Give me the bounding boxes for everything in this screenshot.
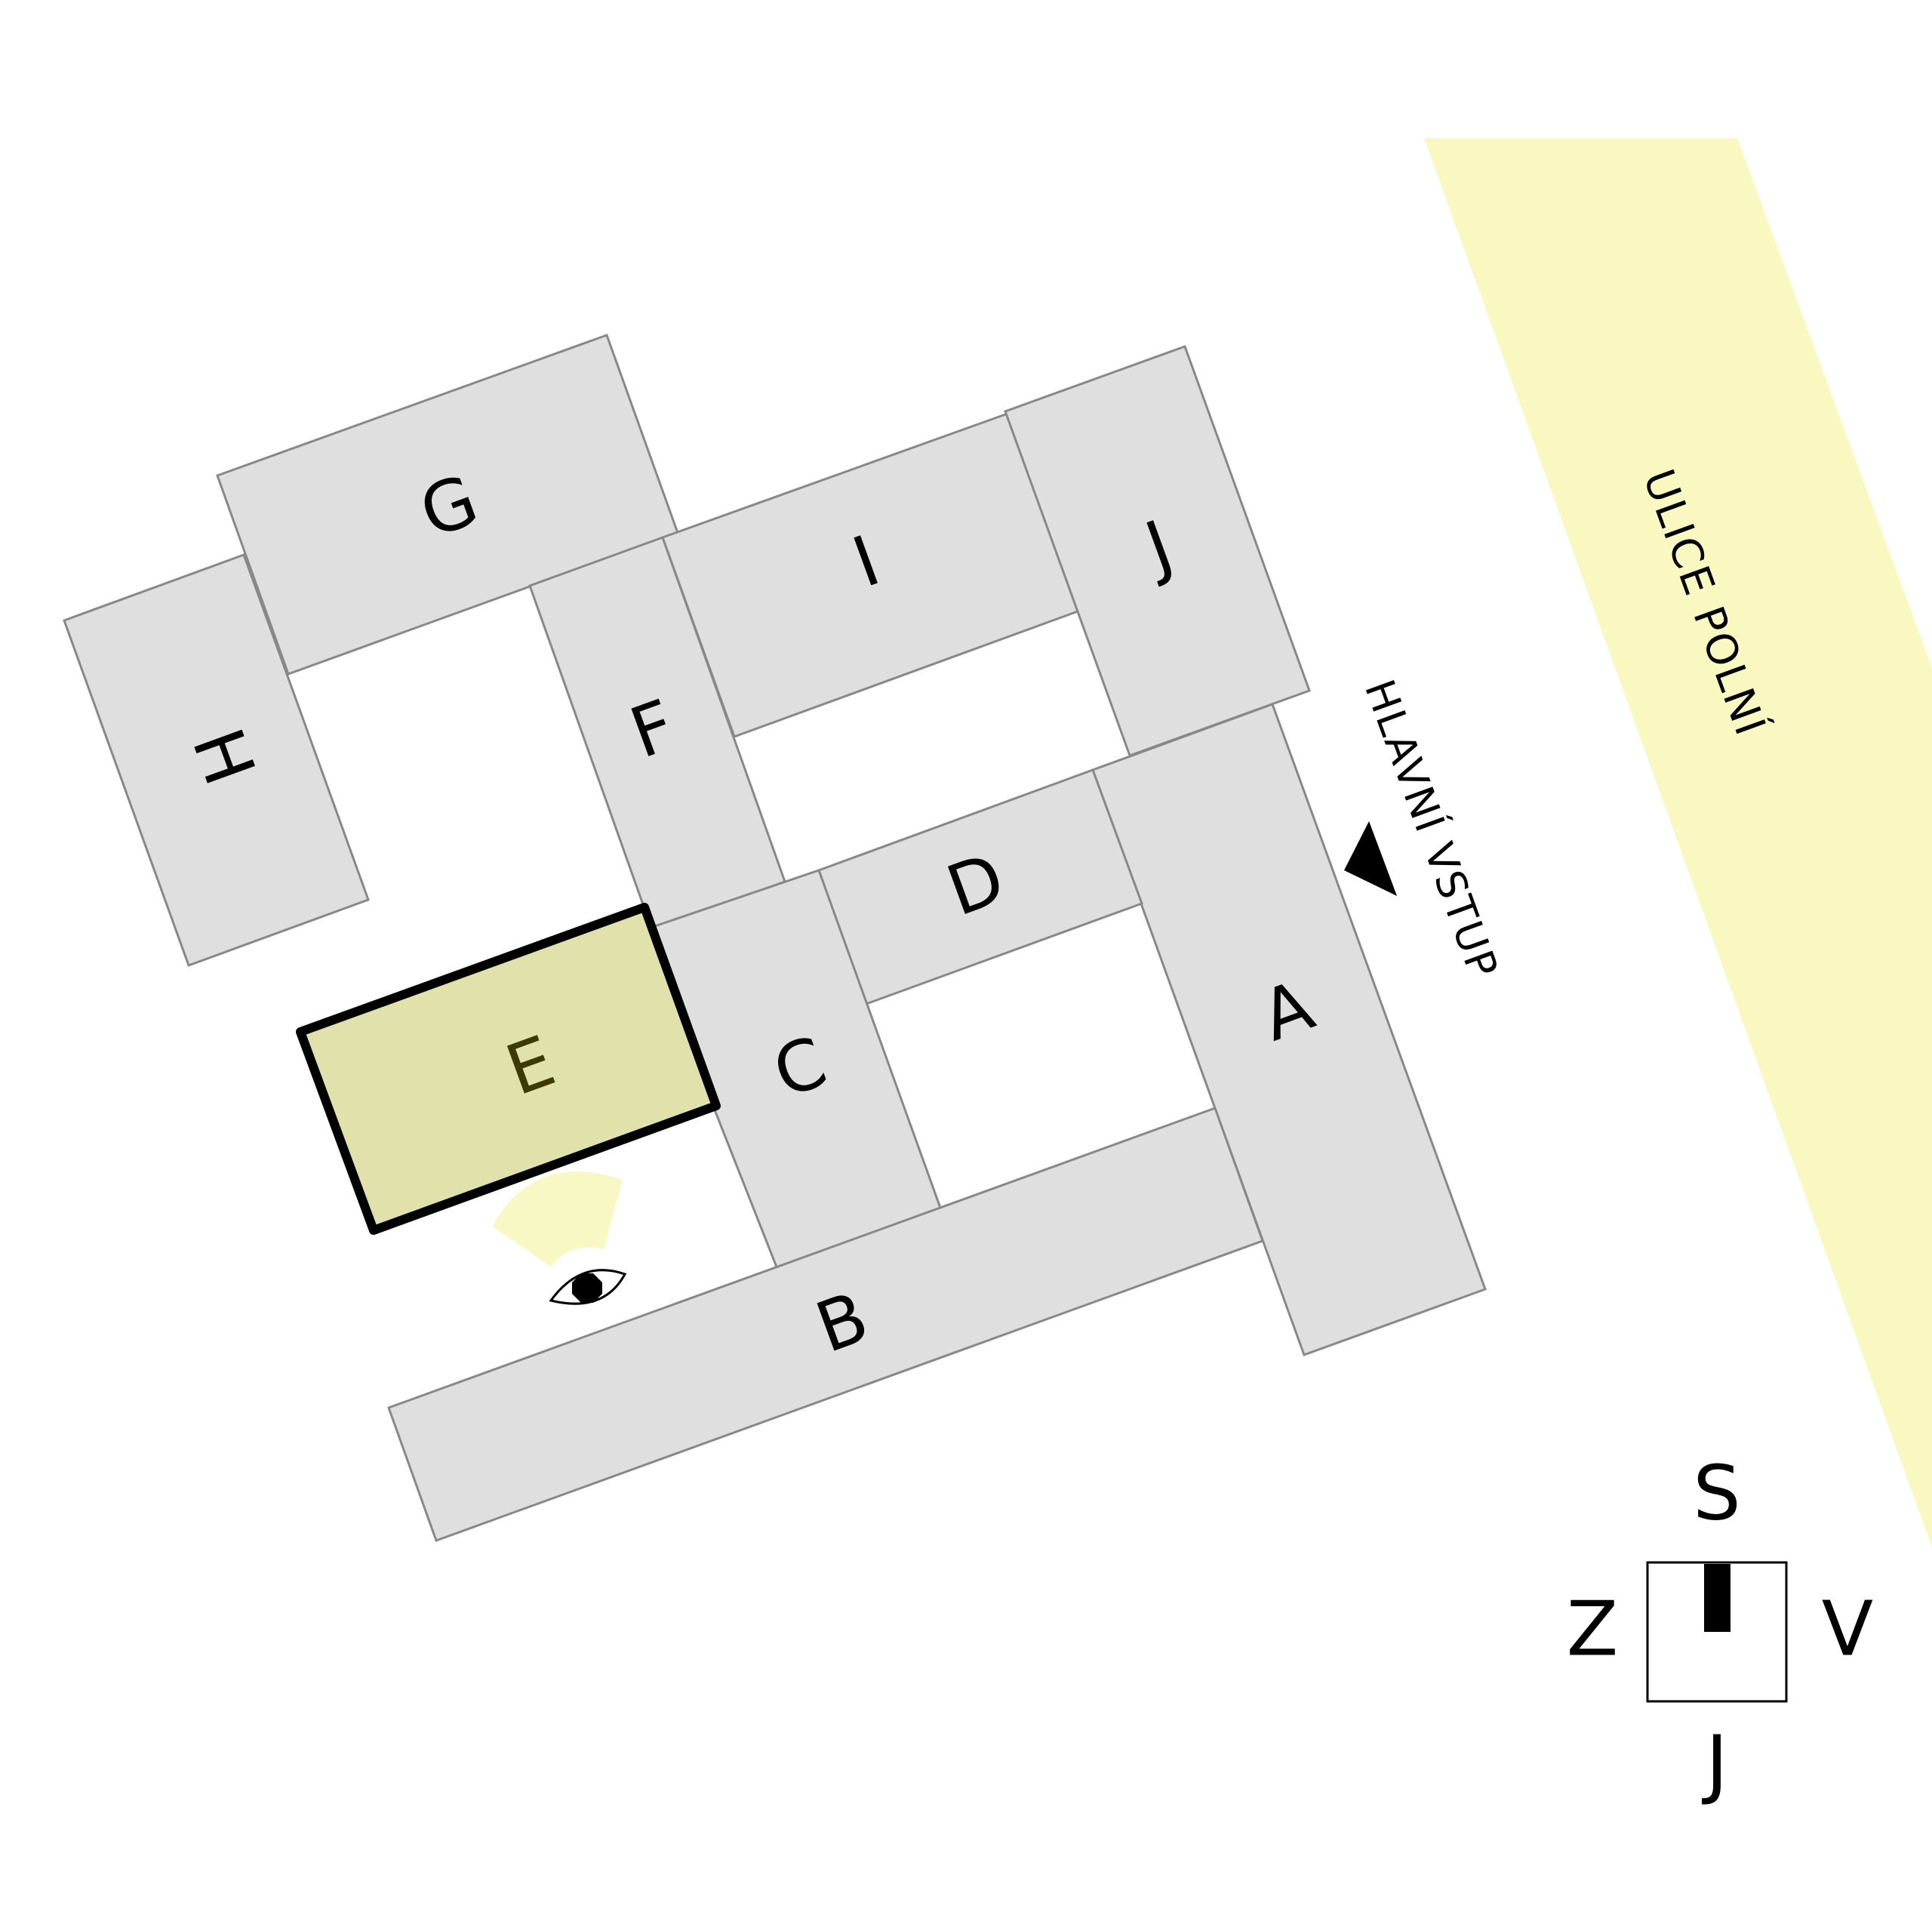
compass-east: V xyxy=(1822,1584,1873,1673)
compass-west: Z xyxy=(1567,1584,1619,1673)
view-cone xyxy=(492,1171,623,1267)
street-polni xyxy=(1424,138,1932,1547)
entrance-arrow-icon xyxy=(1344,821,1397,896)
eye-icon xyxy=(549,1269,627,1305)
building-j xyxy=(1004,345,1311,757)
compass-needle xyxy=(1704,1564,1730,1632)
compass-north: S xyxy=(1693,1448,1740,1537)
building-e xyxy=(296,903,721,1235)
compass: S J Z V xyxy=(1567,1448,1873,1807)
building-b xyxy=(387,1107,1264,1542)
building-h xyxy=(63,553,370,967)
entrance-label: HLAVNÍ VSTUP xyxy=(1355,673,1508,985)
compass-south: J xyxy=(1701,1719,1728,1807)
